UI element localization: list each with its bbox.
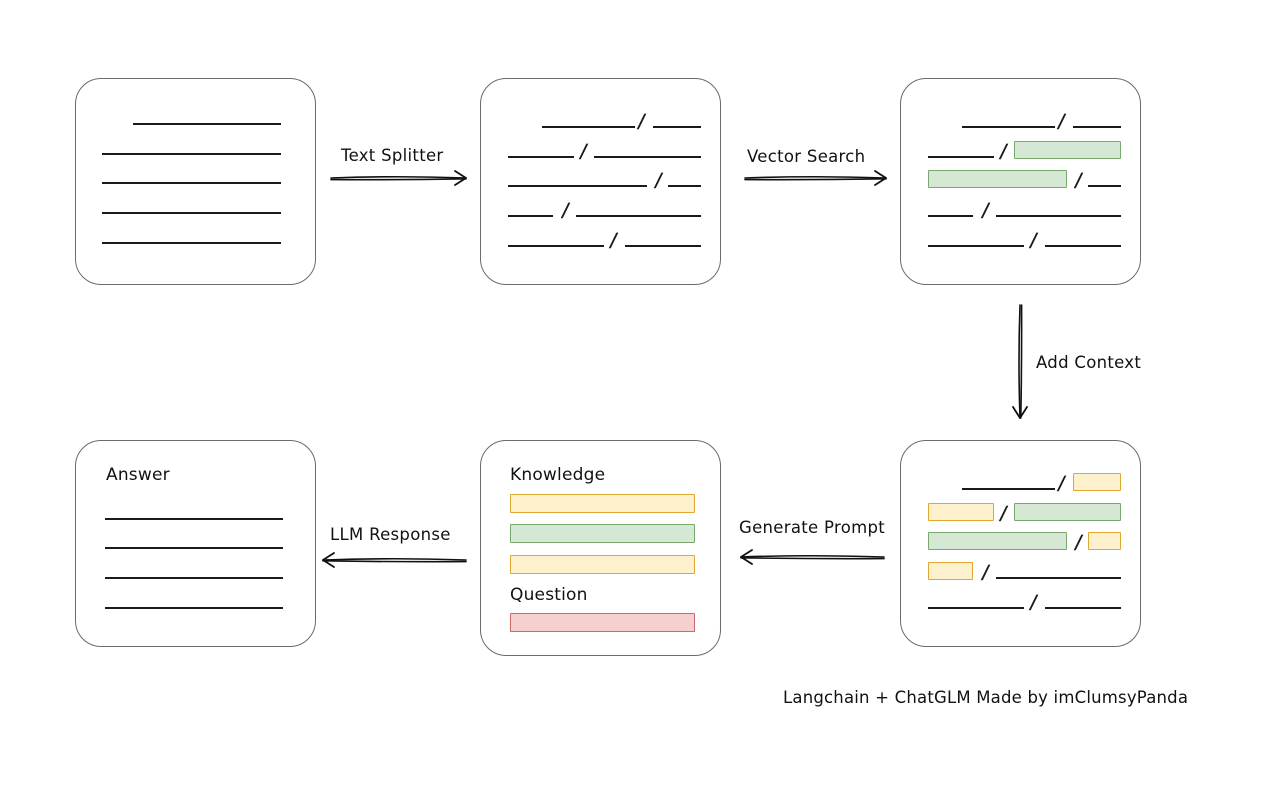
text-line-segment	[105, 577, 283, 579]
green-highlight-segment	[1014, 141, 1121, 159]
text-line-segment	[594, 156, 701, 158]
text-line-segment	[996, 577, 1121, 579]
text-line-segment	[668, 185, 701, 187]
green-highlight-segment	[928, 170, 1067, 188]
text-line-segment	[928, 607, 1024, 609]
text-line-segment	[576, 215, 701, 217]
text-line-segment	[508, 245, 604, 247]
yellow-highlight-segment	[928, 503, 994, 521]
text-line-segment	[625, 245, 701, 247]
yellow-highlight-segment	[1088, 532, 1121, 550]
text-line-segment	[1088, 185, 1121, 187]
arrow-text-splitter-label: Text Splitter	[341, 146, 444, 165]
arrow-llm-response-label: LLM Response	[330, 525, 451, 544]
source-document-box	[75, 78, 316, 285]
text-line-segment	[928, 245, 1024, 247]
text-line-segment	[1045, 607, 1121, 609]
arrow-generate-prompt	[740, 549, 885, 565]
text-line-segment	[508, 185, 647, 187]
arrow-llm-response	[322, 552, 467, 568]
question-bar-1	[510, 613, 695, 632]
question-label: Question	[510, 585, 588, 605]
text-line-segment	[102, 182, 281, 184]
text-line-segment	[508, 215, 553, 217]
knowledge-bar-1	[510, 494, 695, 513]
arrow-vector-search-label: Vector Search	[747, 147, 866, 166]
text-line-segment	[133, 123, 281, 125]
text-line-segment	[102, 153, 281, 155]
split-chunks-box	[480, 78, 721, 285]
yellow-highlight-segment	[1073, 473, 1121, 491]
text-line-segment	[928, 215, 973, 217]
text-line-segment	[102, 242, 281, 244]
knowledge-bar-2	[510, 524, 695, 543]
answer-label: Answer	[106, 465, 170, 485]
arrow-generate-prompt-label: Generate Prompt	[739, 518, 885, 537]
text-line-segment	[102, 212, 281, 214]
green-highlight-segment	[928, 532, 1067, 550]
text-line-segment	[1073, 126, 1121, 128]
text-line-segment	[542, 126, 635, 128]
arrow-vector-search	[744, 170, 887, 186]
text-line-segment	[508, 156, 574, 158]
text-line-segment	[1045, 245, 1121, 247]
yellow-highlight-segment	[928, 562, 973, 580]
text-line-segment	[962, 126, 1055, 128]
text-line-segment	[653, 126, 701, 128]
green-highlight-segment	[1014, 503, 1121, 521]
text-line-segment	[928, 156, 994, 158]
text-line-segment	[996, 215, 1121, 217]
arrow-text-splitter	[330, 170, 467, 186]
arrow-add-context-label: Add Context	[1036, 353, 1142, 372]
knowledge-label: Knowledge	[510, 465, 606, 485]
answer-box	[75, 440, 316, 647]
text-line-segment	[105, 518, 283, 520]
knowledge-bar-3	[510, 555, 695, 574]
footer-credit: Langchain + ChatGLM Made by imClumsyPand…	[783, 688, 1189, 707]
arrow-add-context	[1012, 304, 1028, 419]
text-line-segment	[962, 488, 1055, 490]
text-line-segment	[105, 607, 283, 609]
text-line-segment	[105, 547, 283, 549]
